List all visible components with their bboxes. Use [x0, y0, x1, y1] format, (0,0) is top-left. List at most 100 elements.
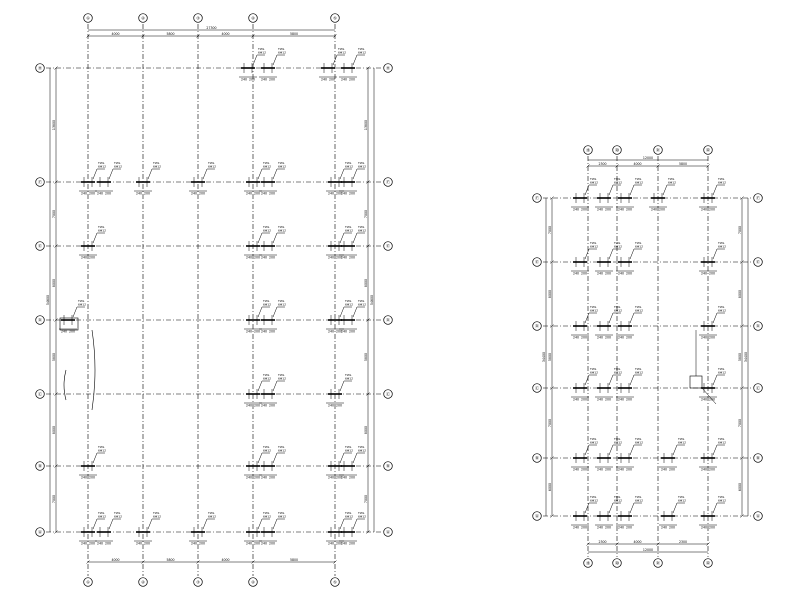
wall-column-leader: [672, 502, 678, 514]
wall-column-offset-b: 200: [336, 404, 342, 408]
wall-column-leader: [712, 374, 718, 386]
axis-bubble-right-label: Ⓐ: [386, 529, 390, 535]
wall-column-leader: [72, 306, 78, 318]
bottom-bay-dim-text: 2300: [679, 540, 687, 544]
wall-column-leader: [584, 502, 590, 514]
wall-column-leader: [712, 502, 718, 514]
wall-column-tag: TWL: [113, 511, 121, 515]
wall-column-offset-b: 200: [254, 330, 260, 334]
wall-column-offset-a: 240: [573, 398, 579, 402]
wall-column-rebar: 6Φ12: [153, 515, 161, 519]
wall-column-offset-b: 200: [669, 468, 675, 472]
axis-bubble-left-circle: [35, 527, 45, 537]
wall-column-offset-a: 240: [191, 542, 197, 546]
axis-bubble-left-label: Ⓔ: [535, 259, 539, 265]
top-bay-dim-tick: [656, 164, 660, 168]
wall-column-tag: TWL: [634, 177, 642, 181]
axis-bubble-bottom-circle: [248, 577, 258, 587]
wall-column-offset-b: 200: [669, 526, 675, 530]
wall-column-rebar: 6Φ12: [614, 371, 622, 375]
wall-column-offset-a: 240: [651, 208, 657, 212]
wall-column-tag: TWL: [589, 437, 597, 441]
wall-column-offset-b: 200: [349, 542, 355, 546]
top-bay-dim-tick: [86, 34, 90, 38]
wall-column-tag: TWL: [357, 225, 365, 229]
wall-column-offset-a: 240: [341, 78, 347, 82]
wall-column-rebar: 6Φ12: [345, 229, 353, 233]
wall-column-offset-b: 200: [329, 78, 335, 82]
wall-column-leader: [584, 374, 590, 386]
wall-column-rebar: 6Φ12: [263, 303, 271, 307]
wall-column-offset-a: 240: [328, 476, 334, 480]
wall-column-offset-b: 200: [349, 192, 355, 196]
top-bay-dim-tick: [251, 34, 255, 38]
wall-column-offset-b: 200: [144, 192, 150, 196]
wall-column-rebar: 6Φ12: [358, 303, 366, 307]
wall-column-leader: [629, 502, 635, 514]
wall-column-leader: [584, 312, 590, 324]
left-dim-text: 5800: [548, 353, 552, 361]
axis-bubble-left-circle: [35, 63, 45, 73]
wall-column-leader: [608, 248, 614, 260]
wall-column-tag: TWL: [97, 511, 105, 515]
wall-column-offset-b: 200: [269, 330, 275, 334]
right-dim-tick: [366, 464, 370, 468]
wall-column-offset-a: 240: [597, 526, 603, 530]
wall-column-tag: TWL: [717, 367, 725, 371]
wall-column-offset-b: 200: [349, 476, 355, 480]
wall-column-offset-b: 200: [349, 256, 355, 260]
opening-box: [59, 317, 79, 331]
axis-bubble-bottom-circle: [330, 577, 340, 587]
axis-bubble-bottom-label: ㉒: [706, 560, 710, 566]
wall-column-offset-b: 200: [581, 526, 587, 530]
wall-column-offset-a: 240: [597, 208, 603, 212]
right-dim-tick: [366, 180, 370, 184]
axis-bubble-right-circle: [383, 461, 393, 471]
axis-bubble-top-label: ㉑: [656, 147, 660, 153]
right-dim-tick: [366, 318, 370, 322]
wall-column-offset-a: 240: [618, 208, 624, 212]
wall-column-offset-b: 200: [626, 272, 632, 276]
wall-column-leader: [712, 248, 718, 260]
axis-bubble-left-circle: [35, 177, 45, 187]
wall-column-tag: TWL: [277, 161, 285, 165]
bottom-bay-dim-tick: [251, 560, 255, 564]
wall-column-rebar: 6Φ12: [614, 245, 622, 249]
wall-column-offset-a: 240: [573, 272, 579, 276]
wall-column-tag: TWL: [717, 177, 725, 181]
axis-bubble-top-circle: [138, 13, 148, 23]
wall-column-offset-a: 240: [597, 272, 603, 276]
wall-column-rebar: 6Φ12: [114, 165, 122, 169]
axis-bubble-right-circle: [383, 389, 393, 399]
axis-bubble-left-circle: [532, 511, 542, 521]
axis-bubble-left-label: Ⓕ: [535, 195, 539, 201]
wall-column-tag: TWL: [357, 161, 365, 165]
wall-column-offset-a: 240: [661, 468, 667, 472]
wall-column-offset-b: 200: [581, 468, 587, 472]
wall-column-tag: TWL: [717, 305, 725, 309]
axis-bubble-right-circle: [753, 453, 763, 463]
wall-column-offset-b: 200: [269, 192, 275, 196]
wall-column-offset-a: 240: [261, 330, 267, 334]
left-dim-tick: [54, 318, 58, 322]
wall-column-offset-b: 200: [581, 208, 587, 212]
wall-column-offset-a: 240: [341, 542, 347, 546]
wall-column-tag: TWL: [337, 47, 345, 51]
wall-column-rebar: 6Φ12: [278, 303, 286, 307]
wall-column-leader: [629, 184, 635, 196]
wall-column-offset-b: 200: [269, 256, 275, 260]
axis-bubble-bottom-label: ②: [141, 580, 145, 585]
wall-column-offset-b: 200: [336, 542, 342, 546]
wall-column-offset-a: 240: [701, 468, 707, 472]
wall-column-leader: [332, 54, 338, 66]
wall-column-tag: TWL: [77, 299, 85, 303]
wall-column-rebar: 6Φ12: [718, 245, 726, 249]
left-dim-tick: [54, 66, 58, 70]
wall-column-leader: [712, 312, 718, 324]
axis-bubble-bottom-circle: [138, 577, 148, 587]
wall-column-offset-a: 240: [61, 330, 67, 334]
wall-column-leader: [202, 168, 208, 180]
wall-column-leader: [352, 452, 358, 464]
wall-column-offset-b: 200: [336, 476, 342, 480]
wall-column-rebar: 6Φ12: [718, 181, 726, 185]
